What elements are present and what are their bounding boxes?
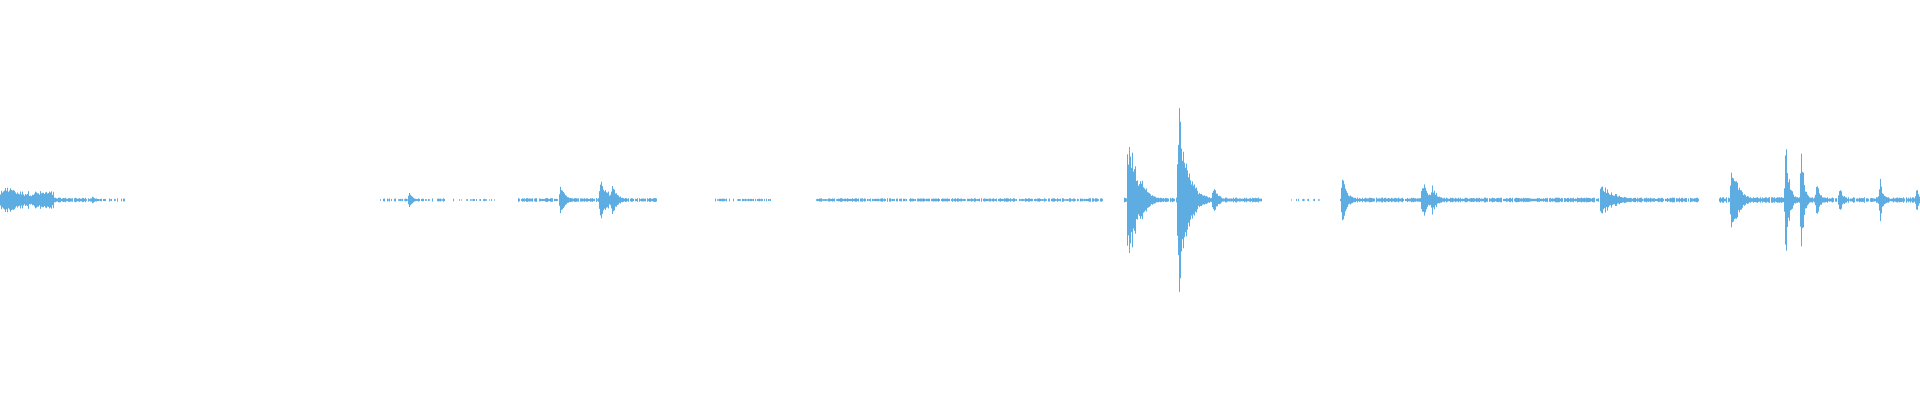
waveform-samples xyxy=(0,108,1920,292)
